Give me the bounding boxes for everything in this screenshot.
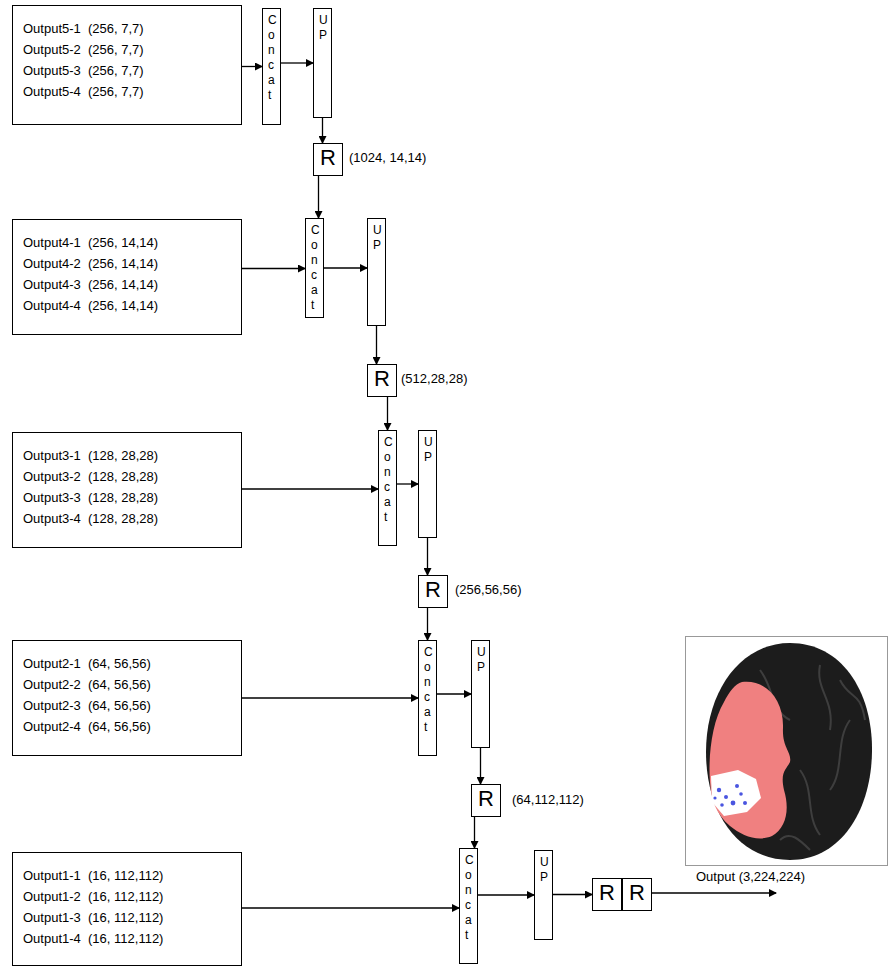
layer-box: Concat xyxy=(459,848,478,964)
image-frame xyxy=(686,637,888,866)
layer-name: Concat xyxy=(465,853,472,943)
flow-arrow xyxy=(427,608,428,640)
layer-name: UP xyxy=(373,223,380,253)
output-arrow xyxy=(652,892,776,893)
layer-name: Concat xyxy=(424,645,431,735)
flow-arrow xyxy=(281,62,313,63)
layer-name: Concat xyxy=(384,435,391,525)
dot xyxy=(713,796,716,799)
layer-box: UP xyxy=(534,850,553,940)
dot xyxy=(735,784,739,788)
flow-arrow xyxy=(242,488,378,489)
layer-box: Concat xyxy=(305,218,324,318)
relu-box: R xyxy=(418,575,448,608)
dot xyxy=(743,801,747,805)
layer-name: Concat xyxy=(311,223,318,313)
output-label: Output (3,224,224) xyxy=(696,869,805,885)
feature-shape: Output2-3 (64, 56,56) xyxy=(23,695,231,716)
layer-symbol: R xyxy=(472,785,500,813)
layer-box: Concat xyxy=(418,640,437,756)
layer-box: UP xyxy=(313,8,332,118)
feature-list-box: Output4-1 (256, 14,14)Output4-2 (256, 14… xyxy=(12,219,242,335)
feature-shape: Output1-3 (16, 112,112) xyxy=(23,907,231,928)
feature-shape: Output4-1 (256, 14,14) xyxy=(23,232,231,253)
flow-arrow xyxy=(324,267,367,268)
layer-box: UP xyxy=(471,640,490,748)
feature-list-box: Output2-1 (64, 56,56)Output2-2 (64, 56,5… xyxy=(12,640,242,756)
flow-arrow xyxy=(242,697,418,698)
relu-box: R xyxy=(471,784,501,817)
flow-arrow xyxy=(318,176,319,218)
feature-shape: Output4-2 (256, 14,14) xyxy=(23,253,231,274)
dot xyxy=(739,792,743,796)
feature-shape: Output2-4 (64, 56,56) xyxy=(23,716,231,737)
feature-shape: Output3-3 (128, 28,28) xyxy=(23,487,231,508)
shape-label: (512,28,28) xyxy=(401,371,468,387)
flow-arrow xyxy=(437,693,471,694)
relu-box: R xyxy=(592,878,622,911)
layer-name: UP xyxy=(477,645,484,675)
flow-arrow xyxy=(397,483,418,484)
flow-arrow xyxy=(376,326,377,364)
feature-shape: Output2-1 (64, 56,56) xyxy=(23,653,231,674)
flow-arrow xyxy=(242,66,262,67)
feature-list-box: Output3-1 (128, 28,28)Output3-2 (128, 28… xyxy=(12,432,242,548)
flow-arrow xyxy=(480,748,481,784)
feature-shape: Output5-4 (256, 7,7) xyxy=(23,81,231,102)
feature-shape: Output5-2 (256, 7,7) xyxy=(23,39,231,60)
flow-arrow xyxy=(322,118,323,143)
layer-symbol: R xyxy=(419,576,447,604)
feature-shape: Output4-3 (256, 14,14) xyxy=(23,274,231,295)
layer-box: Concat xyxy=(262,8,281,125)
layer-name: UP xyxy=(540,855,547,885)
flow-arrow xyxy=(474,817,475,848)
relu-box: R xyxy=(622,878,652,911)
layer-symbol: R xyxy=(368,365,396,393)
dot xyxy=(731,801,736,806)
tumor-edema-region xyxy=(710,682,791,839)
flow-arrow xyxy=(387,397,388,430)
flow-arrow xyxy=(242,907,459,908)
flow-arrow xyxy=(553,894,592,895)
dot xyxy=(717,788,721,792)
dot xyxy=(720,803,724,807)
feature-shape: Output3-2 (128, 28,28) xyxy=(23,466,231,487)
layer-box: Concat xyxy=(378,430,397,546)
shape-label: (256,56,56) xyxy=(455,582,522,598)
flow-arrow xyxy=(478,894,534,895)
enhancing-dots xyxy=(713,784,747,807)
feature-shape: Output1-2 (16, 112,112) xyxy=(23,886,231,907)
relu-box: R xyxy=(367,364,397,397)
relu-box: R xyxy=(313,143,343,176)
feature-shape: Output4-4 (256, 14,14) xyxy=(23,295,231,316)
feature-shape: Output3-4 (128, 28,28) xyxy=(23,508,231,529)
flow-arrow xyxy=(242,268,305,269)
shape-label: (64,112,112) xyxy=(512,792,584,808)
layer-symbol: R xyxy=(314,144,342,172)
brain-slice xyxy=(706,643,872,860)
dot xyxy=(724,795,728,799)
layer-box: UP xyxy=(367,218,386,326)
layer-symbol: R xyxy=(623,879,651,907)
tumor-core-region xyxy=(711,770,761,816)
layer-name: UP xyxy=(319,13,326,43)
feature-shape: Output5-1 (256, 7,7) xyxy=(23,18,231,39)
flow-arrow xyxy=(427,538,428,575)
feature-shape: Output3-1 (128, 28,28) xyxy=(23,445,231,466)
feature-list-box: Output5-1 (256, 7,7)Output5-2 (256, 7,7)… xyxy=(12,5,242,125)
shape-label: (1024, 14,14) xyxy=(349,150,426,166)
layer-name: Concat xyxy=(268,13,275,103)
layer-symbol: R xyxy=(593,879,621,907)
layer-box: UP xyxy=(418,430,437,538)
feature-shape: Output1-1 (16, 112,112) xyxy=(23,865,231,886)
feature-shape: Output1-4 (16, 112,112) xyxy=(23,928,231,949)
feature-shape: Output2-2 (64, 56,56) xyxy=(23,674,231,695)
layer-name: UP xyxy=(424,435,431,465)
feature-shape: Output5-3 (256, 7,7) xyxy=(23,60,231,81)
feature-list-box: Output1-1 (16, 112,112)Output1-2 (16, 11… xyxy=(12,852,242,966)
